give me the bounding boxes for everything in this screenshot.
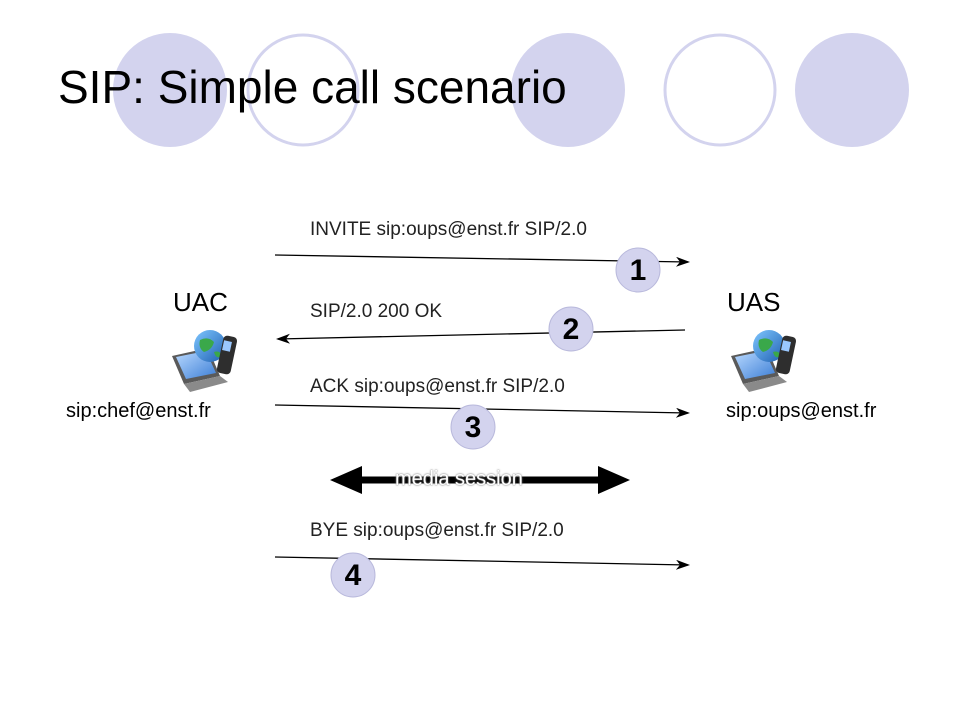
step-number-2: 2 xyxy=(562,313,580,346)
slide-title: SIP: Simple call scenario xyxy=(58,61,567,113)
deco-circle xyxy=(795,33,909,147)
deco-circle xyxy=(113,33,227,147)
deco-circle xyxy=(511,33,625,147)
deco-circle xyxy=(246,33,360,147)
step-badge-1 xyxy=(615,247,661,293)
media-session-arrow xyxy=(330,466,630,494)
uas-address: sip:oups@enst.fr xyxy=(726,400,877,422)
step-badge-2 xyxy=(548,306,594,352)
media-session-label: media session xyxy=(395,468,523,490)
uac-computer-phone-globe-icon xyxy=(172,330,238,392)
uas-role-label: UAS xyxy=(727,287,781,317)
uas-computer-phone-globe-icon xyxy=(731,330,797,392)
uac-address: sip:chef@enst.fr xyxy=(66,400,211,422)
step-number-3: 3 xyxy=(464,411,482,444)
step-number-1: 1 xyxy=(629,254,647,287)
step-badge-4 xyxy=(330,552,376,598)
uac-role-label: UAC xyxy=(173,287,228,317)
bye-label: BYE sip:oups@enst.fr SIP/2.0 xyxy=(310,520,564,541)
deco-circle xyxy=(663,33,777,147)
ok-label: SIP/2.0 200 OK xyxy=(310,301,443,322)
header-decoration xyxy=(113,33,909,147)
ok-arrow xyxy=(276,329,686,344)
ack-label: ACK sip:oups@enst.fr SIP/2.0 xyxy=(310,376,565,397)
step-number-4: 4 xyxy=(344,559,362,592)
invite-label: INVITE sip:oups@enst.fr SIP/2.0 xyxy=(310,219,587,240)
step-badge-3 xyxy=(450,404,496,450)
